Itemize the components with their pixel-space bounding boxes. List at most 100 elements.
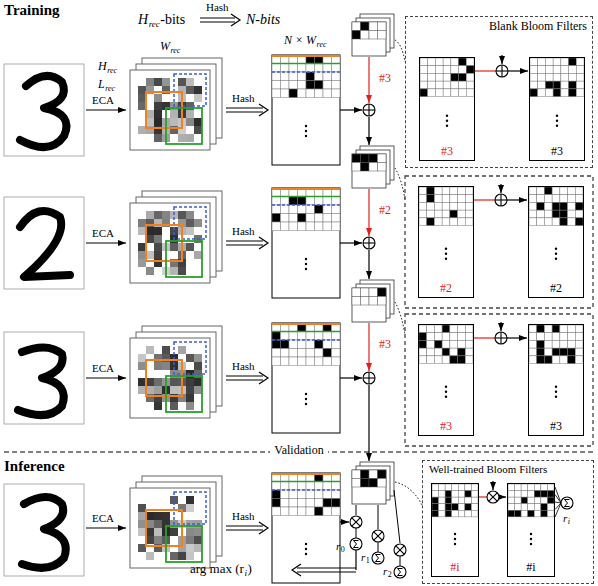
bit-cell bbox=[378, 31, 387, 40]
filter-stack bbox=[352, 288, 386, 322]
text-label: H bbox=[98, 60, 107, 73]
bit-cell bbox=[443, 89, 451, 97]
bit-cell bbox=[458, 504, 465, 511]
eca-layer bbox=[130, 70, 210, 150]
bit-cell bbox=[450, 333, 458, 341]
bit-cell bbox=[452, 497, 459, 504]
eca-cell bbox=[178, 346, 186, 354]
multiply-symbol bbox=[372, 530, 384, 542]
bit-cell bbox=[298, 205, 307, 214]
bit-cell bbox=[378, 470, 387, 479]
handwritten-digit bbox=[22, 497, 66, 568]
bit-cell bbox=[458, 340, 466, 348]
bloom-filter: #2 bbox=[528, 186, 584, 298]
group-heading: Blank Bloom Filters bbox=[487, 20, 587, 34]
bit-cell bbox=[306, 222, 315, 231]
ellipsis-dot bbox=[555, 248, 557, 250]
eca-cell bbox=[154, 512, 162, 520]
subscript: rec bbox=[105, 85, 115, 94]
bit-cell bbox=[361, 297, 370, 306]
multiply-symbol bbox=[394, 544, 406, 556]
bit-cell bbox=[281, 340, 290, 349]
window-outline bbox=[146, 360, 182, 396]
multiply-symbol bbox=[352, 518, 360, 526]
eca-cell bbox=[186, 78, 194, 86]
bit-cell bbox=[459, 81, 467, 89]
text-label: Hash bbox=[232, 225, 255, 237]
bit-cell bbox=[272, 197, 281, 206]
eca-cell bbox=[154, 102, 162, 110]
bit-cell bbox=[298, 490, 307, 499]
bit-cell bbox=[442, 210, 450, 218]
ellipsis-dot bbox=[446, 115, 448, 117]
bit-cell bbox=[541, 484, 548, 491]
bit-cell bbox=[427, 210, 435, 218]
text-label: N × W bbox=[284, 34, 316, 47]
text-label: Hash bbox=[206, 1, 229, 13]
bit-cell bbox=[528, 510, 535, 517]
bit-cell bbox=[541, 497, 548, 504]
bit-cell bbox=[289, 507, 298, 516]
hash-arrow-head bbox=[259, 372, 268, 384]
bit-cell bbox=[289, 81, 298, 90]
sum-symbol bbox=[376, 555, 381, 562]
bit-cell bbox=[427, 218, 435, 226]
bit-cell bbox=[435, 66, 443, 74]
bit-cell bbox=[419, 356, 427, 364]
ellipsis-dot bbox=[446, 125, 448, 127]
bit-cell bbox=[560, 325, 568, 333]
bit-cell bbox=[432, 504, 439, 511]
bit-cell bbox=[458, 187, 466, 195]
bit-cell bbox=[352, 288, 361, 297]
bit-cell bbox=[530, 81, 538, 89]
bit-cell bbox=[545, 81, 553, 89]
bit-cell bbox=[529, 218, 537, 226]
text-label: ECA bbox=[92, 227, 114, 239]
ellipsis-dot bbox=[556, 115, 558, 117]
bit-cell bbox=[272, 205, 281, 214]
hash-arrow bbox=[200, 21, 235, 22]
bit-cell bbox=[434, 210, 442, 218]
eca-cell bbox=[146, 267, 154, 275]
bit-cell bbox=[323, 340, 332, 349]
eca-cell bbox=[194, 354, 202, 362]
bit-cell bbox=[552, 187, 560, 195]
bit-cell bbox=[450, 202, 458, 210]
update-arrow bbox=[368, 385, 369, 461]
eca-cell bbox=[170, 118, 178, 126]
hash-arrow bbox=[226, 107, 263, 108]
bit-cell bbox=[541, 510, 548, 517]
eca-cell bbox=[138, 504, 146, 512]
bit-cell bbox=[315, 349, 324, 358]
bit-cell bbox=[553, 66, 561, 74]
bit-cell bbox=[552, 356, 560, 364]
bit-cell bbox=[281, 81, 290, 90]
eca-arrow bbox=[86, 377, 126, 378]
bit-cell bbox=[298, 81, 307, 90]
bit-cell bbox=[547, 510, 554, 517]
eca-cell bbox=[186, 528, 194, 536]
eca-cell bbox=[138, 219, 146, 227]
bit-cell bbox=[553, 81, 561, 89]
eca-cell bbox=[194, 126, 202, 134]
bit-cell bbox=[332, 197, 341, 206]
bit-cell bbox=[306, 197, 315, 206]
bit-cell bbox=[521, 497, 528, 504]
bit-cell bbox=[432, 491, 439, 498]
eca-cell bbox=[194, 219, 202, 227]
bit-cell bbox=[323, 64, 332, 73]
bit-cell bbox=[332, 205, 341, 214]
bit-cell bbox=[428, 81, 436, 89]
bit-cell bbox=[427, 333, 435, 341]
bit-cell bbox=[369, 22, 378, 31]
bit-cell bbox=[529, 195, 537, 203]
sum-symbol bbox=[372, 552, 384, 564]
bit-cell bbox=[443, 73, 451, 81]
bit-cell bbox=[515, 504, 522, 511]
eca-cell bbox=[162, 211, 170, 219]
bit-cell bbox=[420, 81, 428, 89]
bit-cell bbox=[459, 73, 467, 81]
bit-cell bbox=[458, 510, 465, 517]
sum-symbol bbox=[561, 497, 573, 509]
eca-cell bbox=[186, 394, 194, 402]
